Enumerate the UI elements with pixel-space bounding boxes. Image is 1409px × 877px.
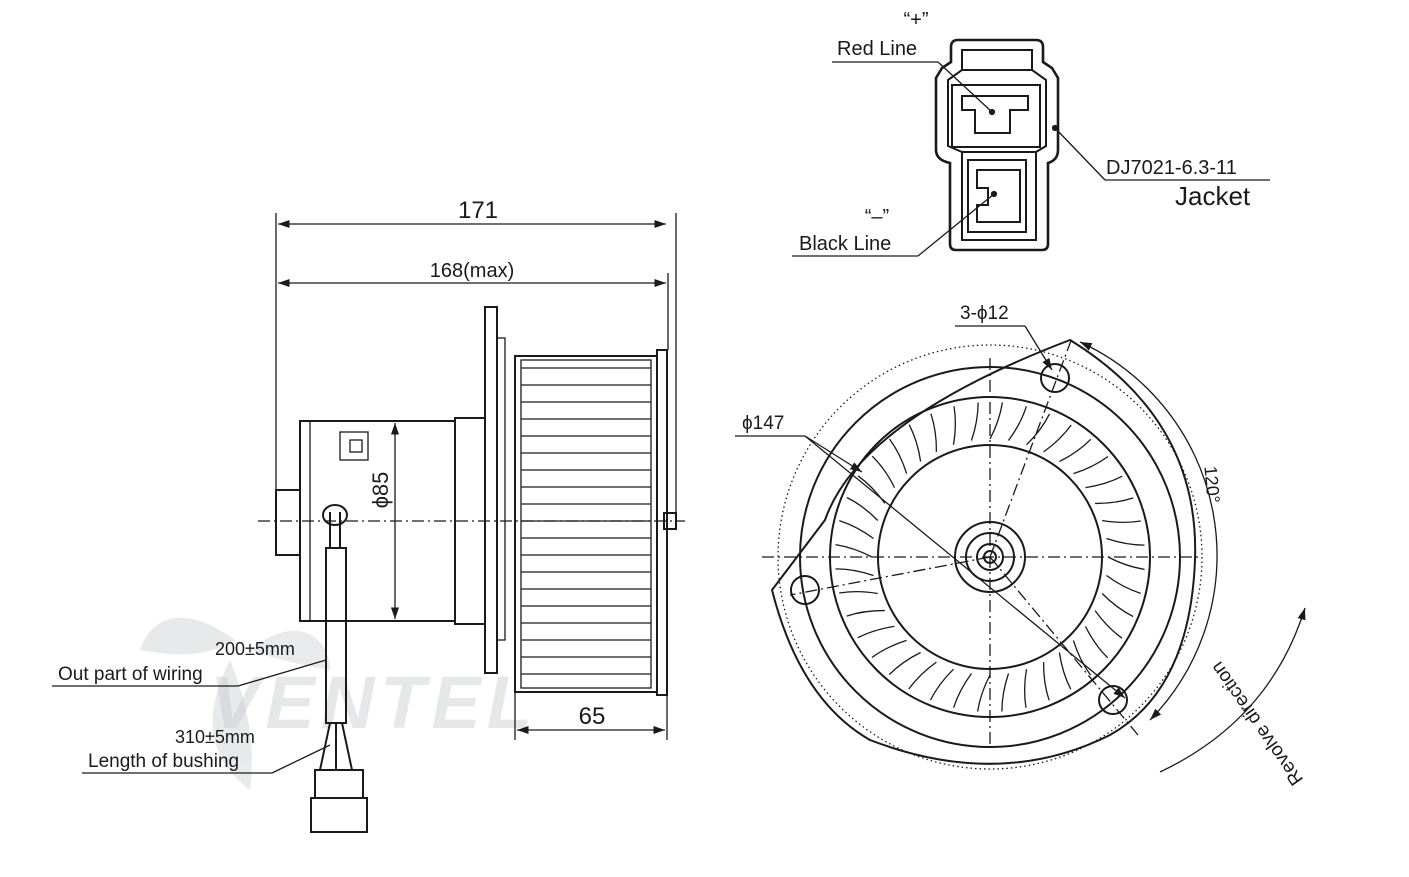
impeller-blade — [1042, 662, 1050, 701]
holes-label: 3-ϕ12 — [960, 303, 1009, 324]
impeller-blade — [846, 496, 879, 521]
impeller-blade — [1094, 610, 1123, 639]
impeller-blade — [857, 475, 886, 504]
dimension-rotor-length: 65 — [514, 692, 668, 740]
impeller-blade — [908, 661, 937, 690]
jacket-label: Jacket — [1175, 181, 1251, 211]
dimension-motor-diameter: ϕ85 — [368, 423, 400, 619]
bushing-length-label: 310±5mm — [175, 727, 255, 747]
impeller-blade — [930, 413, 938, 452]
wire-length-label: 200±5mm — [215, 639, 295, 659]
impeller-blade — [976, 674, 991, 712]
impeller-blade — [1043, 424, 1072, 453]
positive-terminal — [961, 95, 1029, 134]
minus-mark: “–” — [865, 206, 889, 228]
impeller-blade — [1106, 574, 1141, 595]
impeller-blade — [888, 438, 908, 474]
shaft-stub — [663, 512, 677, 530]
wire-connector-plug — [314, 769, 364, 799]
angle-arc — [1079, 341, 1218, 721]
diameter-label: ϕ147 — [742, 413, 784, 434]
front-view: 3-ϕ12 ϕ147 120° Revolve direction — [735, 303, 1308, 789]
motor-clip — [339, 431, 369, 461]
watermark-text: VENTEL — [210, 661, 538, 744]
wiring-harness — [310, 504, 368, 833]
dim-171-label: 171 — [458, 197, 498, 224]
impeller-blade — [1102, 519, 1141, 524]
bushing-label: Length of bushing — [88, 751, 239, 772]
blower-wheel-side — [514, 355, 658, 693]
impeller-blade — [871, 639, 907, 659]
impeller-blade — [908, 424, 922, 462]
black-line-label: Black Line — [799, 233, 891, 255]
impeller-blade — [1001, 673, 1010, 712]
connector-detail: “+” Red Line “–” Black Line DJ7021-6.3-1… — [792, 9, 1270, 257]
impeller-blade — [835, 568, 874, 577]
jacket-code-label: DJ7021-6.3-11 — [1106, 157, 1237, 179]
revolve-arrow — [1159, 607, 1306, 773]
angle-label: 120° — [1200, 465, 1223, 504]
impeller-blade — [888, 651, 921, 676]
impeller-blade — [989, 402, 1004, 440]
dim-85-label: ϕ85 — [368, 472, 393, 509]
fan-logo-icon — [140, 617, 330, 790]
impeller-blade — [970, 402, 979, 441]
dim-65-label: 65 — [579, 703, 606, 730]
impeller-blade — [835, 543, 873, 558]
dimension-overall-length: 171 — [278, 197, 666, 229]
revolve-label: Revolve direction — [1207, 657, 1308, 788]
front-flange-outline — [770, 338, 1197, 765]
dim-168-label: 168(max) — [430, 260, 514, 282]
mounting-flange — [484, 306, 498, 674]
watermark-logo: VENTEL — [140, 617, 538, 790]
impeller-blade — [1085, 475, 1123, 489]
blade-lines — [521, 367, 651, 675]
impeller-blade — [839, 519, 874, 540]
connector-jacket-outline — [934, 38, 1060, 252]
plus-mark: “+” — [904, 9, 929, 31]
mount-hole-left — [790, 575, 820, 605]
impeller-blade — [1084, 626, 1109, 659]
impeller-blade — [952, 406, 957, 445]
impeller-blade — [1007, 406, 1028, 441]
wire-length-callout: 200±5mm Out part of wiring — [52, 639, 327, 687]
impeller-blade — [1101, 593, 1134, 618]
side-view: 171 168(max) ϕ85 — [52, 197, 685, 833]
impeller-blade — [857, 625, 895, 639]
bushing-length-callout: 310±5mm Length of bushing — [82, 727, 331, 774]
impeller-blade — [1073, 455, 1109, 475]
impeller-blade — [1059, 438, 1092, 463]
impeller-blade — [1095, 497, 1134, 505]
impeller-blade — [1106, 537, 1145, 546]
impeller-blade — [952, 673, 973, 708]
negative-terminal — [976, 169, 1021, 223]
impeller-blade — [846, 609, 885, 617]
impeller-blade — [929, 668, 954, 701]
impeller-blade — [1107, 556, 1145, 571]
hole-circle — [777, 344, 1203, 770]
mount-hole-top — [1040, 363, 1070, 393]
impeller-blade — [1023, 669, 1028, 708]
impeller-blade — [871, 455, 896, 488]
wire-out-label: Out part of wiring — [58, 664, 203, 685]
motor-end-cap — [275, 489, 301, 556]
dimension-max-length: 168(max) — [278, 260, 666, 288]
impeller-blade — [1026, 413, 1051, 446]
impeller-blade — [839, 590, 878, 595]
wheel-rim — [656, 349, 668, 696]
impeller-blade — [1058, 652, 1072, 690]
mount-hole-bottom — [1098, 685, 1128, 715]
red-line-label: Red Line — [837, 38, 917, 60]
